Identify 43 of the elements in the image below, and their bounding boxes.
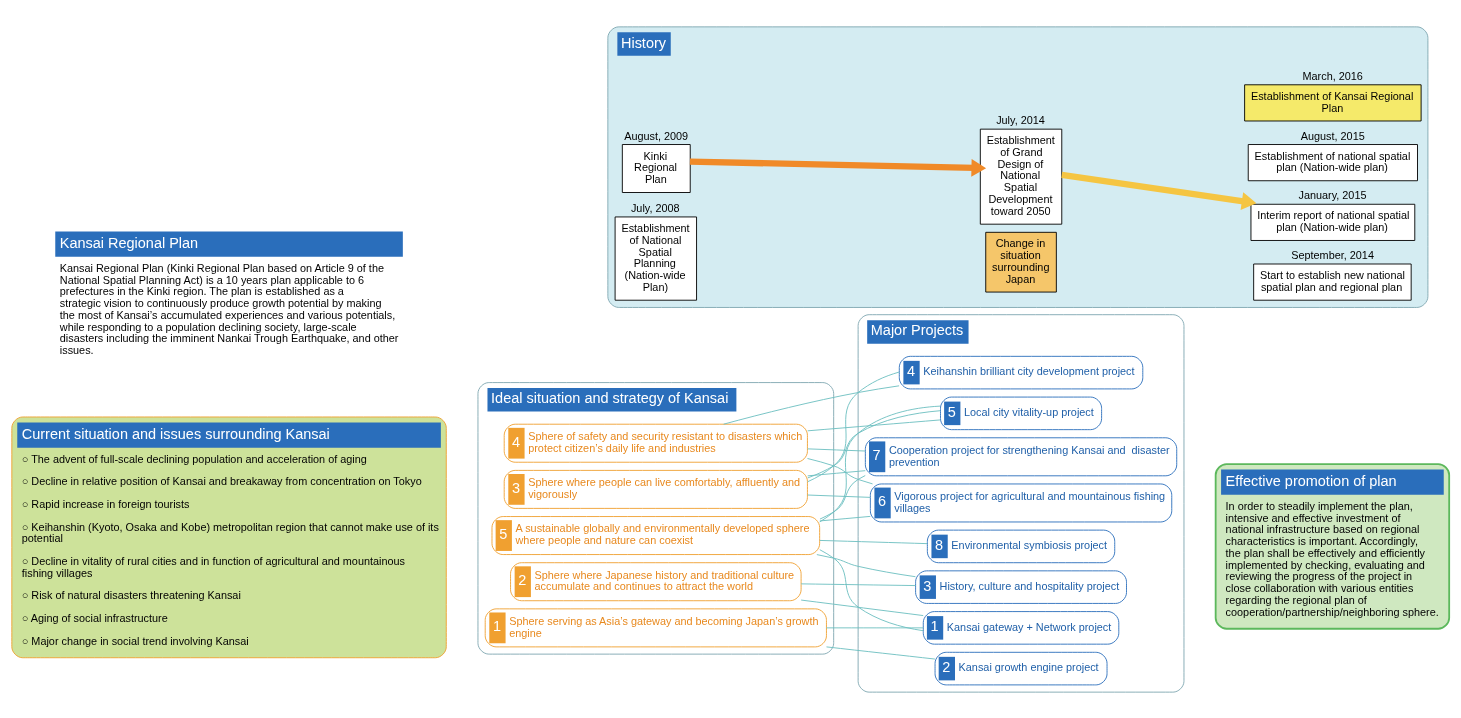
connector [826,645,936,659]
node-label: Kansai Regional Plan (Kinki Regional Plan based on Article 9 of the National Spatial Planning Act) is a 10 years plan applicable to 6 prefectures in the Kinki region. The plan is established as a strategic vision to continuously produce growth potential by making the most of Kansai’s accumulated experiences and various potentials, while responding to a population declining society, large-scale disasters including the imminent Nankai Trough Earthquake, and other issues. [59,261,399,356]
node-label: January, 2015 [1298,188,1367,201]
connector [807,371,900,482]
node-box: Effective promotion of plan In order to steadily implement the plan, intensive and effective investment of national infrastructure based on regional characteristics is important. Accordingly, the plan shall be effectively and efficiently implemented by checking, evaluating and reviewing the progress of the project in close collaboration with various entities regarding the regional plan of cooperation/partnership/neighboring sphere. [1214,462,1451,630]
connector [819,405,941,522]
node-box: Current situation and issues surrounding Kansai ○ The advent of full-scale declining population and acceleration of aging ○ Decline in relative position of Kansai and breakaway from concentration on Tokyo ○ Rapid increase in foreign tourists ○ Keihanshin (Kyoto, Osaka and Kobe) metropolitan region that cannot make use of its potential ○ Decline in vitality of rural cities and in function of agricultural and mountainous fishing villages ○ Risk of natural disasters threatening Kansai ○ Aging of social infrastructure ○ Major change in social trend involving Kansai [11,416,447,658]
node-box: 5 Local city vitality-up project [940,396,1103,430]
connector [826,626,924,628]
node-label: March, 2016 [1302,69,1363,82]
connector [819,539,928,544]
node-box: 4 Sphere of safety and security resistant to disasters which protect citizen’s daily life and industries [503,423,808,463]
node-label: August, 2009 [624,129,689,142]
node-label: September, 2014 [1291,248,1374,261]
node-box: 6 Vigorous project for agricultural and mountainous fishing villages [869,483,1173,522]
node-label: August, 2015 [1300,129,1365,142]
node-box: 4 Keihanshin brilliant city development project [898,355,1144,389]
node-box: 2 Sphere where Japanese history and traditional culture accumulate and continues to attract the world [510,561,802,601]
node-label: July, 2008 [630,201,680,214]
node-box: Kansai Regional Plan [55,230,403,257]
node-box: 3 History, culture and hospitality project [915,569,1127,604]
node-box: 8 Environmental symbiosis project [926,529,1116,563]
connector [816,553,916,577]
node-box: 1 Kansai gateway + Network project [922,610,1120,645]
node-box: 5 A sustainable globally and environmentally developed sphere where people and nature can coexist [491,515,821,555]
connector [807,418,941,431]
connector [807,457,873,484]
node-label: July, 2014 [996,113,1045,126]
connector [819,515,871,521]
connector [807,494,871,498]
node-box: 1 Sphere serving as Asia’s gateway and becoming Japan’s growth engine [484,607,827,647]
connector [819,474,866,520]
connector [819,548,924,631]
arrow [1061,171,1257,210]
connector [807,409,941,478]
connector [807,469,866,476]
connector [807,447,866,451]
arrow [689,157,987,177]
node-box: 7 Cooperation project for strengthening Kansai and disaster prevention [864,436,1178,476]
node-box: 2 Kansai growth engine project [934,651,1108,685]
connector [800,582,916,586]
connector [800,599,924,616]
node-box: 3 Sphere where people can live comfortably, affluently and vigorously [503,469,808,509]
